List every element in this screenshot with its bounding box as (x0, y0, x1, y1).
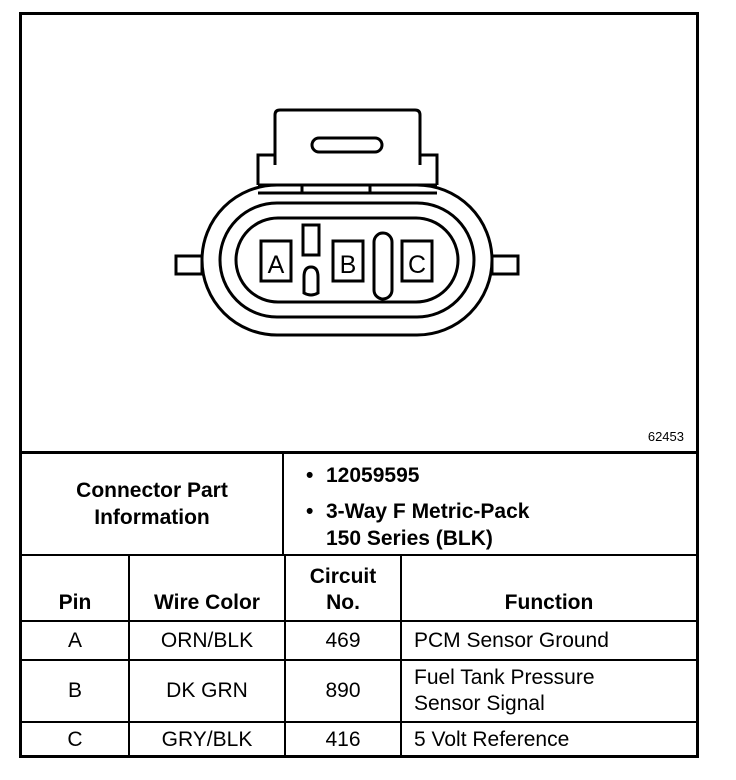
row-b-function: Fuel Tank Pressure Sensor Signal (402, 661, 696, 721)
header-wire-color: Wire Color (154, 591, 260, 614)
part-info-label-line2: Information (94, 506, 210, 529)
row-divider (22, 620, 696, 622)
row-a-circuit: 469 (325, 628, 361, 652)
row-c-circuit: 416 (325, 728, 361, 751)
row-c-function: 5 Volt Reference (402, 723, 696, 757)
connector-face-view: A B C (174, 108, 520, 337)
connector-diagram: A B C 62453 (22, 15, 696, 451)
header-circuit-line1: Circuit (309, 565, 377, 588)
part-number: 12059595 (326, 464, 420, 487)
part-desc-line2: 150 Series (BLK) (326, 527, 493, 550)
part-desc-item-cont: 150 Series (BLK) (326, 527, 493, 551)
pin-label-b: B (340, 251, 357, 279)
row-c-wire-color: GRY/BLK (161, 728, 253, 751)
pin-label-a: A (268, 251, 285, 279)
header-circuit-line2: No. (326, 591, 360, 614)
part-desc-line1: 3-Way F Metric-Pack (326, 500, 530, 523)
pinout-table: Pin Wire Color Circuit No. Function A OR… (22, 554, 696, 755)
connector-part-info: Connector Part Information • 12059595 • … (22, 451, 696, 554)
row-b-circuit: 890 (325, 679, 361, 702)
row-c-pin: C (67, 728, 83, 751)
column-divider (284, 556, 286, 755)
row-divider (22, 659, 696, 661)
column-divider (400, 556, 402, 755)
header-circuit-no: Circuit No. (286, 556, 400, 620)
pin-label-c: C (408, 251, 426, 279)
row-divider (22, 721, 696, 723)
row-a-function-line1: PCM Sensor Ground (414, 628, 609, 652)
part-number-item: • 12059595 (306, 464, 420, 488)
row-c-function-line1: 5 Volt Reference (414, 728, 570, 751)
row-b-wire-color: DK GRN (166, 679, 248, 702)
figure-number: 62453 (647, 429, 684, 444)
row-a-pin: A (67, 628, 82, 652)
bullet-icon: • (306, 464, 314, 487)
part-info-label: Connector Part Information (22, 454, 284, 554)
row-a-wire-color: ORN/BLK (160, 628, 254, 652)
column-divider (128, 556, 130, 755)
part-desc-item: • 3-Way F Metric-Pack (306, 500, 530, 524)
connector-info-sheet: A B C 62453 Connector Part Information •… (19, 12, 699, 758)
bullet-icon: • (306, 500, 314, 523)
part-info-details: • 12059595 • 3-Way F Metric-Pack 150 Ser… (284, 454, 696, 554)
header-pin: Pin (58, 591, 92, 614)
part-info-label-line1: Connector Part (76, 479, 228, 502)
row-b-function-line1: Fuel Tank Pressure (414, 666, 595, 689)
row-a-function: PCM Sensor Ground (402, 622, 696, 659)
row-b-function-line2: Sensor Signal (414, 692, 545, 715)
row-b-pin: B (67, 679, 82, 702)
header-function: Function (504, 591, 594, 614)
